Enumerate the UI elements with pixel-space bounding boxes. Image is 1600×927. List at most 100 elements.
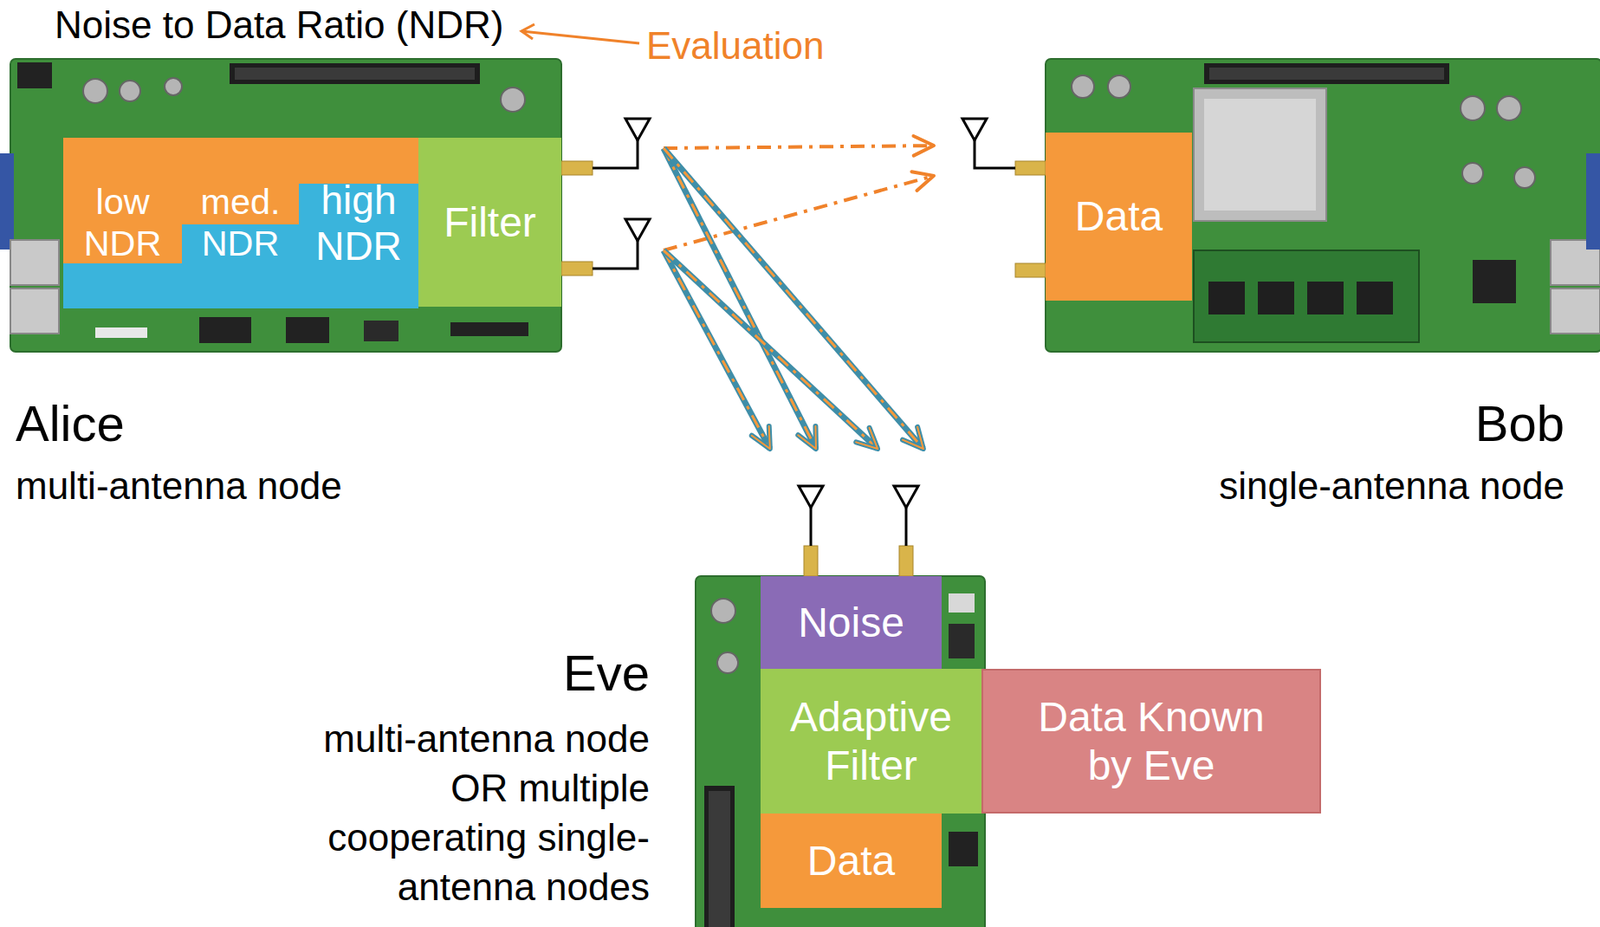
signal-arrow	[663, 250, 878, 449]
eve-antennas	[798, 485, 919, 546]
board-node: Evemulti-antenna node OR multiple cooper…	[695, 448, 985, 927]
antenna-wire	[905, 507, 908, 546]
box-text: Adaptive Filter	[767, 693, 976, 789]
fpga-chip	[1193, 88, 1327, 221]
box-text: Data	[807, 836, 895, 885]
node-name: Bob	[1475, 395, 1565, 454]
metric-label: Noise to Data Ratio (NDR)	[54, 3, 504, 48]
antenna-symbol	[625, 219, 650, 241]
adaptive-filter-block: Adaptive Filter	[760, 668, 982, 814]
header-connector	[704, 785, 735, 927]
node-name: Alice	[15, 395, 125, 454]
arrow-dash	[663, 250, 771, 449]
node-description: single-antenna node	[1218, 464, 1565, 509]
box-text: Data	[1075, 192, 1163, 240]
sma-connector	[1015, 263, 1046, 278]
antenna-symbol	[893, 485, 919, 508]
ethernet-jack	[10, 288, 59, 334]
chip	[948, 831, 979, 867]
noise-block: Noise	[760, 576, 942, 669]
bob-board	[1015, 58, 1600, 352]
data-block: Data	[1045, 132, 1192, 301]
board-node: Alicemulti-antenna nodelow NDRmed. NDRhi…	[10, 58, 664, 352]
box-text: Filter	[443, 198, 537, 247]
arrowhead	[751, 426, 771, 449]
sma-connector	[561, 161, 593, 175]
pcb	[695, 576, 985, 927]
header-connector	[1204, 63, 1450, 85]
capacitor	[164, 77, 182, 96]
data-block: Data	[760, 813, 942, 908]
antenna-wire	[809, 507, 813, 546]
capacitor	[83, 78, 108, 104]
alice-antennas	[592, 118, 650, 269]
ram-chip	[1307, 281, 1344, 315]
capacitor	[119, 80, 141, 102]
button	[948, 593, 975, 613]
header-connector	[229, 63, 480, 85]
antenna-wire	[592, 140, 638, 169]
arrowhead	[751, 426, 771, 449]
sd-card	[1586, 153, 1600, 250]
arrow-dash	[663, 145, 934, 149]
capacitor	[711, 598, 736, 623]
arrow-line	[663, 250, 878, 449]
capacitor	[500, 87, 525, 112]
ndr-block: med. NDR	[181, 137, 299, 309]
header-pins	[1209, 67, 1445, 80]
capacitor	[1107, 75, 1131, 98]
ram-chip	[1356, 281, 1393, 315]
antenna-symbol	[962, 118, 987, 141]
capacitor	[1496, 96, 1522, 121]
ram-chip	[1208, 281, 1245, 315]
ethernet-jack	[10, 239, 59, 286]
antenna-wire	[974, 140, 1016, 169]
sma-connector	[561, 261, 593, 276]
box-text: Data Known by Eve	[1025, 693, 1277, 789]
eve-board	[695, 545, 985, 927]
ethernet-jack	[1550, 288, 1600, 334]
chip	[948, 623, 975, 659]
alice-board	[0, 58, 593, 352]
ndr-block: low NDR	[63, 137, 182, 309]
arrowhead	[855, 427, 878, 449]
sma-connector	[899, 545, 914, 577]
board-node: Bobsingle-antenna nodeData	[933, 58, 1600, 352]
capacitor	[717, 652, 739, 674]
power-jack	[17, 62, 52, 89]
pcb	[10, 58, 562, 352]
node-description: multi-antenna node	[15, 464, 343, 509]
fpga-lid	[1204, 98, 1316, 211]
chip	[1472, 259, 1516, 304]
sma-connector	[803, 545, 818, 577]
ram-chip	[1257, 281, 1295, 315]
known-data-block: Data Known by Eve	[981, 668, 1322, 814]
node-name: Eve	[563, 644, 650, 703]
capacitor	[1462, 162, 1484, 184]
annotation-label: Evaluation	[646, 24, 824, 69]
arrowhead	[911, 171, 934, 191]
header-pins	[708, 790, 731, 927]
chip	[199, 317, 252, 344]
evaluation-leader	[521, 24, 640, 44]
pin-header	[450, 322, 529, 337]
capacitor	[1071, 75, 1095, 98]
header-pins	[234, 67, 475, 80]
chip	[285, 317, 330, 344]
filter-block: Filter	[418, 137, 562, 307]
sd-card	[0, 153, 14, 250]
signal-arrow	[663, 171, 934, 251]
signal-arrow	[663, 136, 934, 156]
ram-slot	[1193, 250, 1419, 343]
arrow-dash	[663, 175, 934, 251]
arrowhead	[913, 136, 934, 156]
box-text: med. NDR	[185, 181, 297, 265]
arrow-line	[663, 250, 771, 449]
sma-connector	[1015, 161, 1046, 175]
box-text: high NDR	[302, 177, 415, 270]
capacitor	[1460, 96, 1485, 121]
box-text: Noise	[797, 598, 905, 647]
pcb	[1045, 58, 1600, 352]
leader-line	[521, 31, 640, 44]
signal-arrow	[663, 148, 924, 449]
